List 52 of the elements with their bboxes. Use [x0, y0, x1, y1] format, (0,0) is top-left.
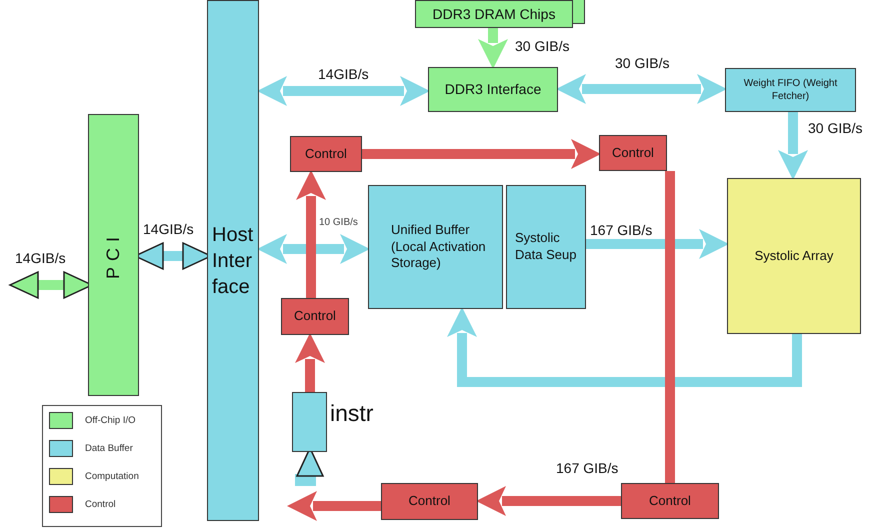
node-label: Weight FIFO (Weight Fetcher)	[743, 77, 838, 103]
arrow	[556, 74, 727, 104]
node-label: Control	[305, 146, 347, 162]
legend-label: Data Buffer	[85, 443, 133, 454]
control-box	[290, 136, 362, 172]
node-label: Unified Buffer (Local Activation Storage)	[391, 222, 487, 272]
control-box	[599, 135, 667, 171]
array-box	[727, 178, 861, 334]
control-box	[281, 298, 349, 335]
edge-label: 167 GIB/s	[590, 222, 652, 238]
edge-label: 167 GIB/s	[556, 460, 618, 476]
node-label: DDR3 DRAM Chips	[432, 4, 556, 24]
control-box	[621, 483, 719, 519]
edge-label: 30 GIB/s	[515, 38, 570, 54]
arrow	[362, 139, 601, 169]
buffer-box	[368, 185, 503, 309]
node-label: Control	[408, 493, 450, 510]
arrow	[586, 229, 729, 259]
legend-label: Control	[85, 499, 116, 510]
arrow	[478, 28, 508, 69]
host-interface-bar	[207, 0, 259, 521]
bus-box	[88, 114, 139, 396]
node-label: Control	[294, 308, 336, 325]
edge-label: 14GIB/s	[15, 250, 66, 266]
node-label: DDR3 Interface	[444, 80, 542, 99]
arrow	[287, 491, 381, 521]
interface-box	[428, 67, 558, 112]
arrow	[778, 112, 808, 180]
node-label: PCI	[102, 230, 124, 279]
node-label: Control	[649, 492, 691, 510]
edge-label: 14GIB/s	[143, 221, 194, 237]
node-label: Control	[612, 144, 654, 162]
node-label: Host Inter face	[212, 222, 254, 300]
edge-label: 10 GIB/s	[319, 217, 358, 228]
arrow	[295, 333, 325, 392]
setup-box	[506, 185, 586, 309]
arrow	[447, 307, 802, 387]
node-label: Systolic Data Seup	[515, 230, 578, 264]
edge-label: 14GIB/s	[318, 66, 369, 82]
instruction-box	[292, 392, 327, 452]
edge-label: 30 GIB/s	[615, 55, 670, 71]
arrow	[296, 170, 326, 298]
control-box	[381, 483, 478, 520]
fifo-box	[725, 68, 856, 112]
arrow	[257, 76, 430, 106]
caption-text: instr	[330, 400, 374, 427]
arrow	[476, 486, 621, 516]
legend-label: Off-Chip I/O	[85, 415, 136, 426]
arrow	[257, 234, 370, 264]
legend-label: Computation	[85, 471, 139, 482]
edge-label: 30 GIB/s	[808, 120, 862, 136]
node-label: Systolic Array	[754, 248, 834, 264]
